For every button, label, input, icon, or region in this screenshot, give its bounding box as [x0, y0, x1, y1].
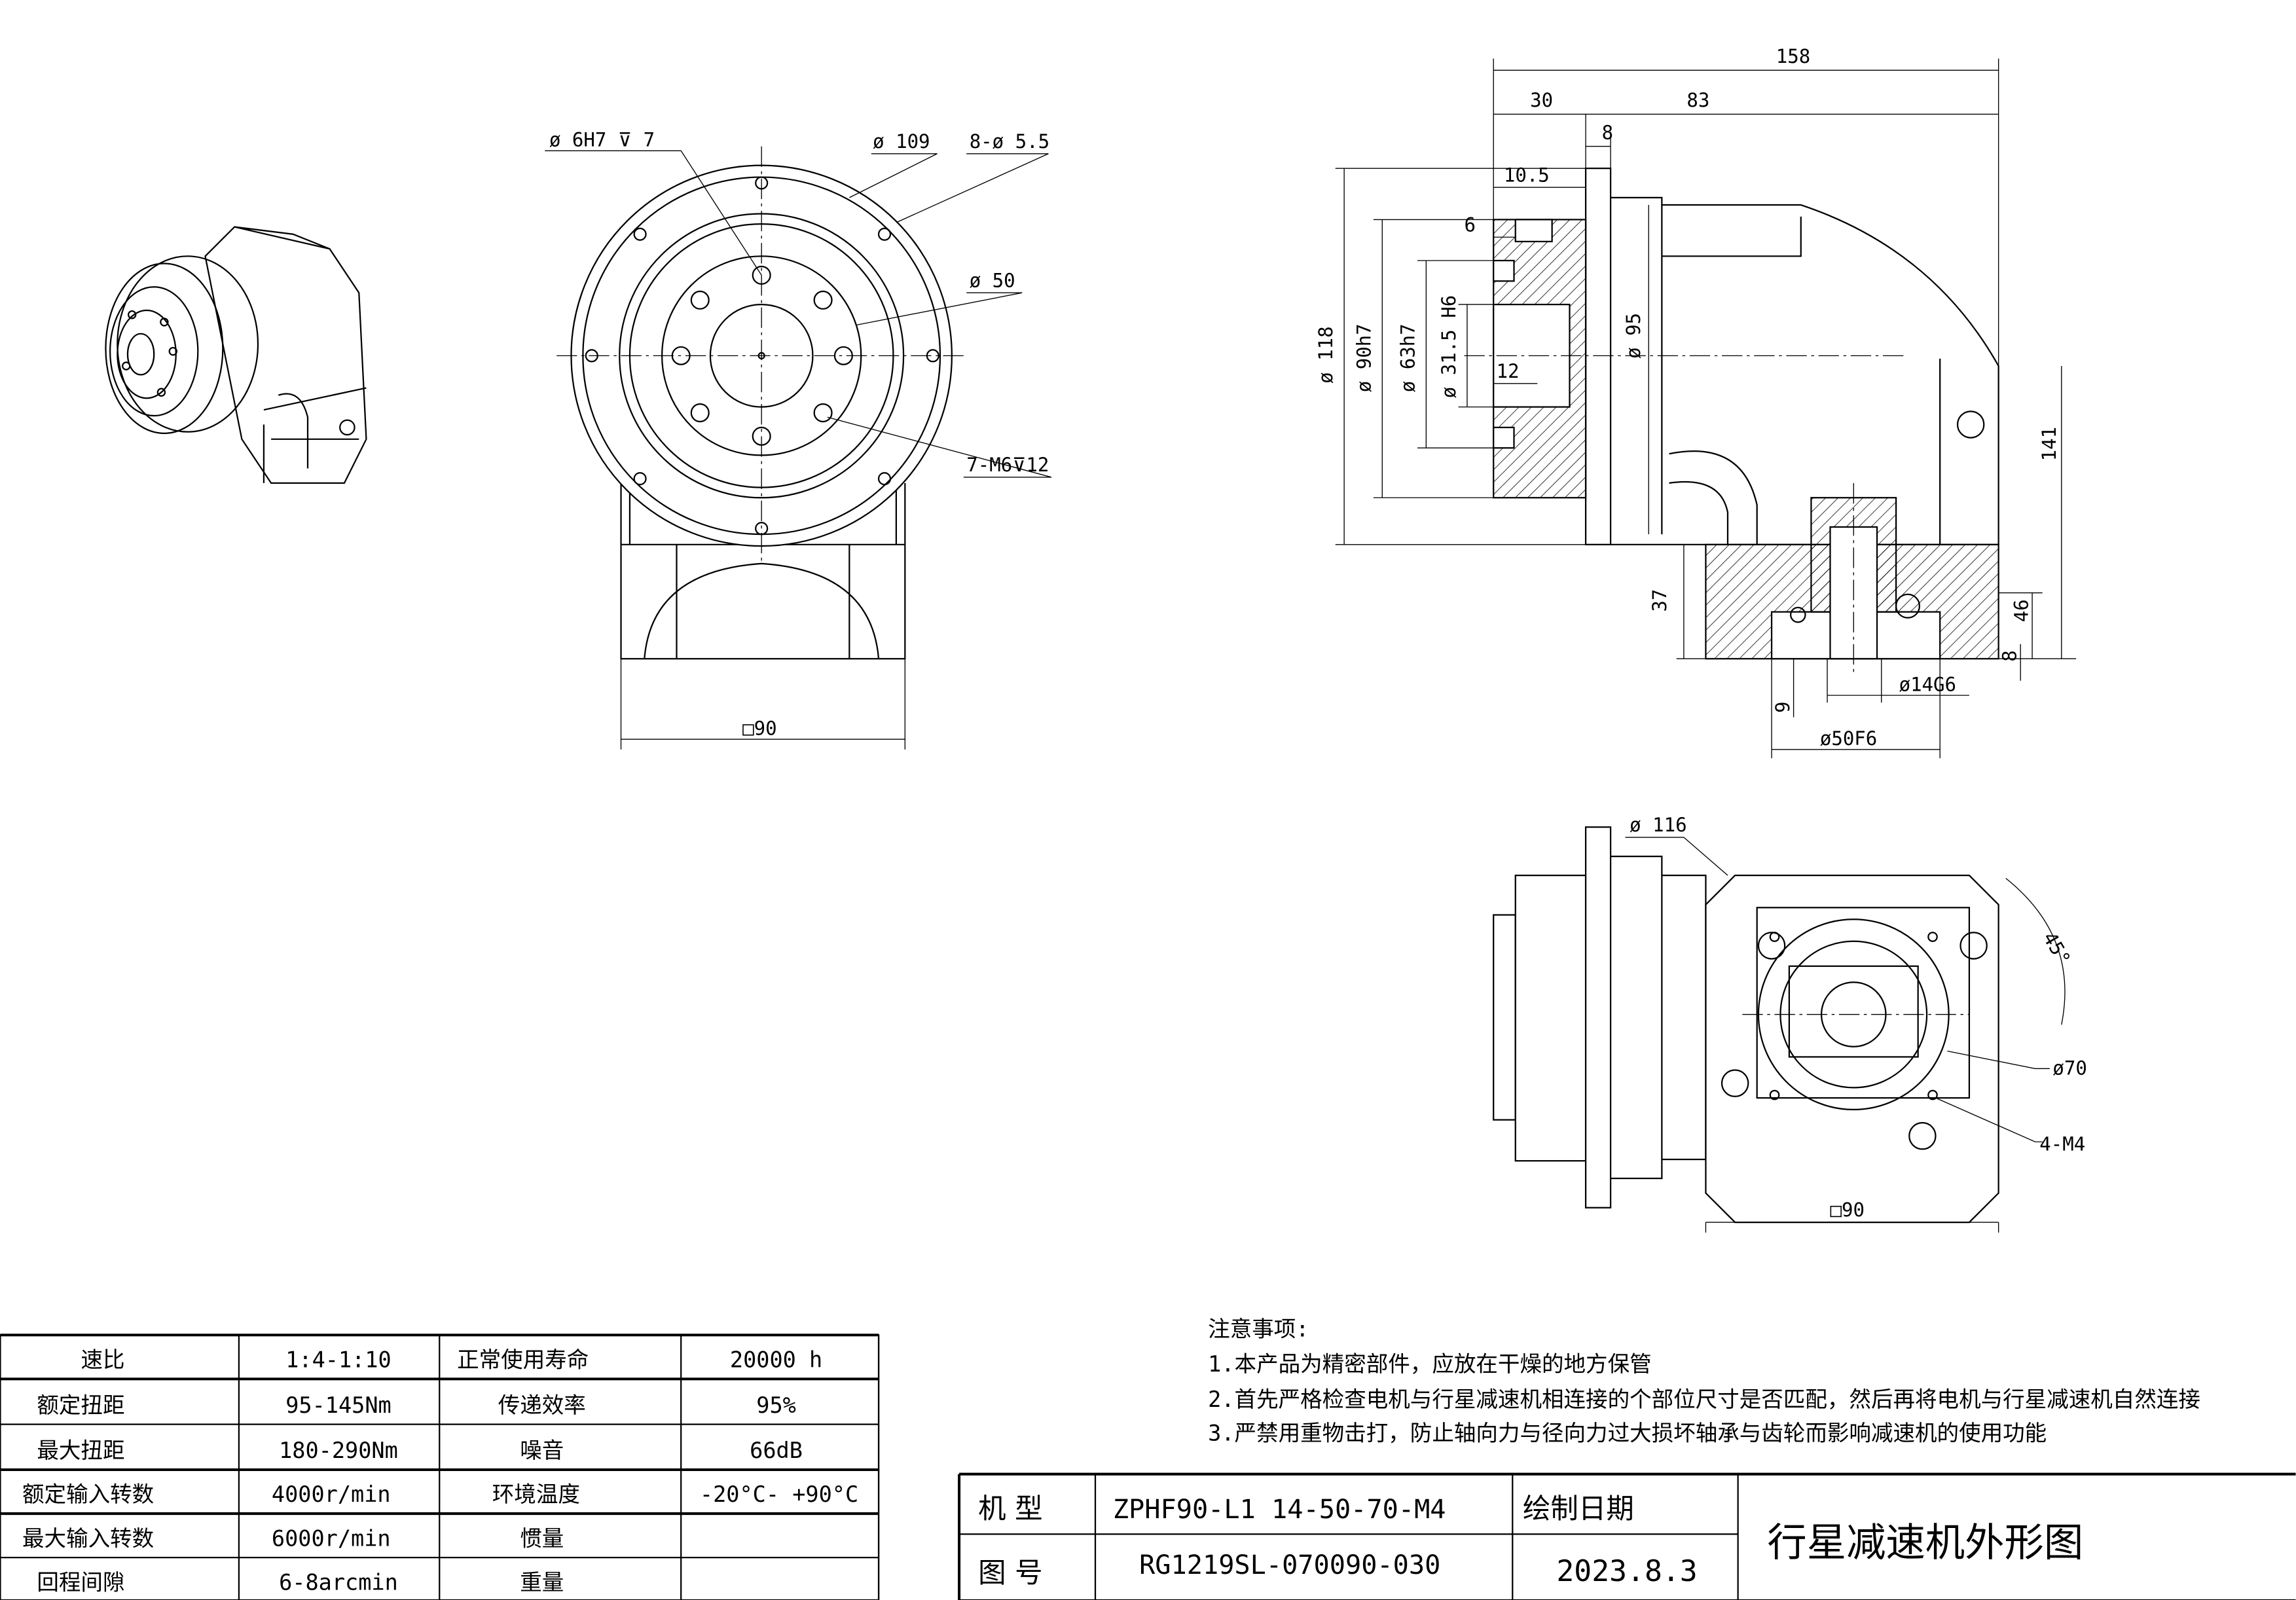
spec-value: -20°C- +90°C	[700, 1482, 858, 1507]
spec-label: 速比	[81, 1347, 124, 1372]
drawing-no-value: RG1219SL-070090-030	[1139, 1550, 1440, 1580]
front-view: ø 6H7 ⊽ 7 ø 109 8-ø 5.5 ø 50 7-M6⊽12 □90	[545, 129, 1052, 750]
angle-45: 45°	[2039, 928, 2075, 969]
dia-90h7: ø 90h7	[1353, 323, 1375, 392]
spec-label: 惯量	[520, 1525, 564, 1551]
output-dia-label: ø 50	[970, 269, 1015, 291]
dim-8-top: 8	[1602, 121, 1614, 143]
dia-95: ø 95	[1622, 313, 1645, 359]
spec-label: 环境温度	[492, 1482, 580, 1507]
spec-label: 额定扭距	[37, 1392, 124, 1418]
flange-holes-label: 8-ø 5.5	[970, 130, 1049, 153]
spec-label: 噪音	[520, 1438, 564, 1463]
dim-12: 12	[1497, 360, 1520, 382]
threads-4-M4: 4-M4	[2039, 1133, 2085, 1155]
dim-83: 83	[1686, 89, 1709, 111]
note-item: 3.严禁用重物击打，防止轴向力与径向力过大损坏轴承与齿轮而影响减速机的使用功能	[1208, 1420, 2047, 1445]
dim-9: 9	[1772, 701, 1794, 713]
dim-158: 158	[1776, 45, 1810, 67]
date-label: 绘制日期	[1523, 1493, 1634, 1525]
drawing-title: 行星减速机外形图	[1767, 1520, 2083, 1566]
dim-8-bottom: 8	[1998, 650, 2020, 662]
spec-label: 额定输入转数	[22, 1482, 154, 1507]
side-view: 158 30 83 8 10.5 6 12 ø 118 ø 90h7 ø 63h…	[1315, 45, 2077, 759]
note-item: 2.首先严格检查电机与行星减速机相连接的个部位尺寸是否匹配，然后再将电机与行星减…	[1208, 1387, 2200, 1412]
spec-label: 正常使用寿命	[457, 1347, 589, 1372]
model-label: 机 型	[978, 1493, 1042, 1525]
dia-63h7: ø 63h7	[1396, 323, 1419, 392]
front-square-label: □90	[742, 717, 776, 739]
model-value: ZPHF90-L1 14-50-70-M4	[1113, 1495, 1446, 1525]
spec-value: 4000r/min	[272, 1482, 391, 1507]
spec-value: 6-8arcmin	[279, 1569, 398, 1595]
spec-label: 回程间隙	[37, 1569, 124, 1595]
dia-70: ø70	[2052, 1057, 2086, 1079]
flange-dia-label: ø 109	[873, 130, 930, 153]
spec-value: 95%	[756, 1392, 796, 1418]
spec-value: 20000 h	[730, 1347, 822, 1372]
dia-50F6: ø50F6	[1820, 727, 1877, 750]
spec-label: 最大扭距	[37, 1438, 124, 1463]
height-37: 37	[1649, 589, 1671, 612]
spec-table: 速比 1:4-1:10 正常使用寿命 20000 h 额定扭距 95-145Nm…	[0, 1334, 880, 1600]
spec-value: 95-145Nm	[285, 1392, 392, 1418]
output-threads-label: 7-M6⊽12	[966, 454, 1049, 476]
dia-116: ø 116	[1630, 814, 1686, 836]
notes: 注意事项: 1.本产品为精密部件，应放在干燥的地方保管 2.首先严格检查电机与行…	[1208, 1317, 2200, 1446]
dim-30: 30	[1530, 89, 1553, 111]
spec-value: 180-290Nm	[279, 1438, 398, 1463]
dia-118: ø 118	[1315, 326, 1337, 383]
title-block: 机 型 ZPHF90-L1 14-50-70-M4 绘制日期 图 号 RG121…	[958, 1472, 2296, 1600]
spec-label: 传递效率	[498, 1392, 586, 1418]
spec-label: 重量	[520, 1569, 564, 1595]
date-value: 2023.8.3	[1556, 1554, 1697, 1588]
bottom-square-label: □90	[1830, 1199, 1864, 1221]
note-item: 1.本产品为精密部件，应放在干燥的地方保管	[1208, 1351, 1651, 1377]
spec-label: 最大输入转数	[22, 1525, 154, 1551]
isometric-view	[105, 226, 367, 484]
dim-10-5: 10.5	[1504, 164, 1550, 186]
pilot-hole-label: ø 6H7 ⊽ 7	[549, 129, 655, 151]
height-46: 46	[2010, 599, 2032, 622]
spec-value: 6000r/min	[272, 1525, 391, 1551]
spec-value: 66dB	[750, 1438, 803, 1463]
height-141: 141	[2038, 427, 2060, 461]
spec-value: 1:4-1:10	[285, 1347, 392, 1372]
drawing-no-label: 图 号	[978, 1557, 1042, 1590]
dia-31-5H6: ø 31.5 H6	[1438, 295, 1460, 398]
dia-14G6: ø14G6	[1899, 673, 1956, 695]
dim-6: 6	[1464, 213, 1476, 236]
notes-title: 注意事项:	[1208, 1317, 1309, 1342]
bottom-view: ø 116 45° ø70 4-M4 □90	[1493, 814, 2087, 1233]
